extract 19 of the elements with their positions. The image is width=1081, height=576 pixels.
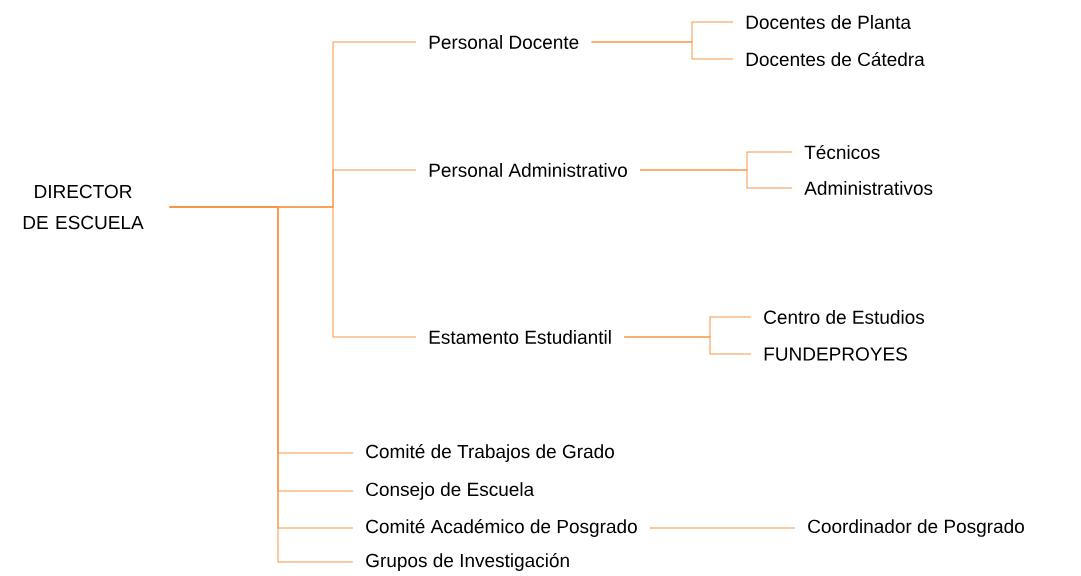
org-unit-label: Consejo de Escuela — [366, 482, 535, 500]
org-unit-label: Técnicos — [804, 144, 880, 160]
org-unit-label: Docentes de Cátedra — [746, 51, 925, 67]
org-unit-label: Coordinador de Posgrado — [808, 519, 1024, 537]
org-unit-label: DIRECTOR DE ESCUELA — [23, 184, 144, 230]
org-unit-label: Estamento Estudiantil — [429, 330, 611, 344]
org-unit-label: Administrativos — [804, 181, 933, 195]
connector-line — [639, 169, 793, 189]
org-unit-label: Docentes de Planta — [746, 15, 911, 29]
org-unit-label: FUNDEPROYES — [764, 347, 907, 361]
connector-line — [590, 41, 734, 60]
connector-line — [623, 336, 752, 355]
org-unit-label: Grupos de Investigación — [366, 553, 569, 571]
org-unit-label: Personal Docente — [429, 35, 579, 49]
org-unit-label: Personal Administrativo — [429, 163, 627, 177]
org-unit-label: Comité Académico de Posgrado — [366, 519, 637, 537]
org-unit-label: Comité de Trabajos de Grado — [366, 444, 614, 462]
org-unit-label: Centro de Estudios — [764, 310, 925, 324]
connector-line — [649, 527, 796, 529]
